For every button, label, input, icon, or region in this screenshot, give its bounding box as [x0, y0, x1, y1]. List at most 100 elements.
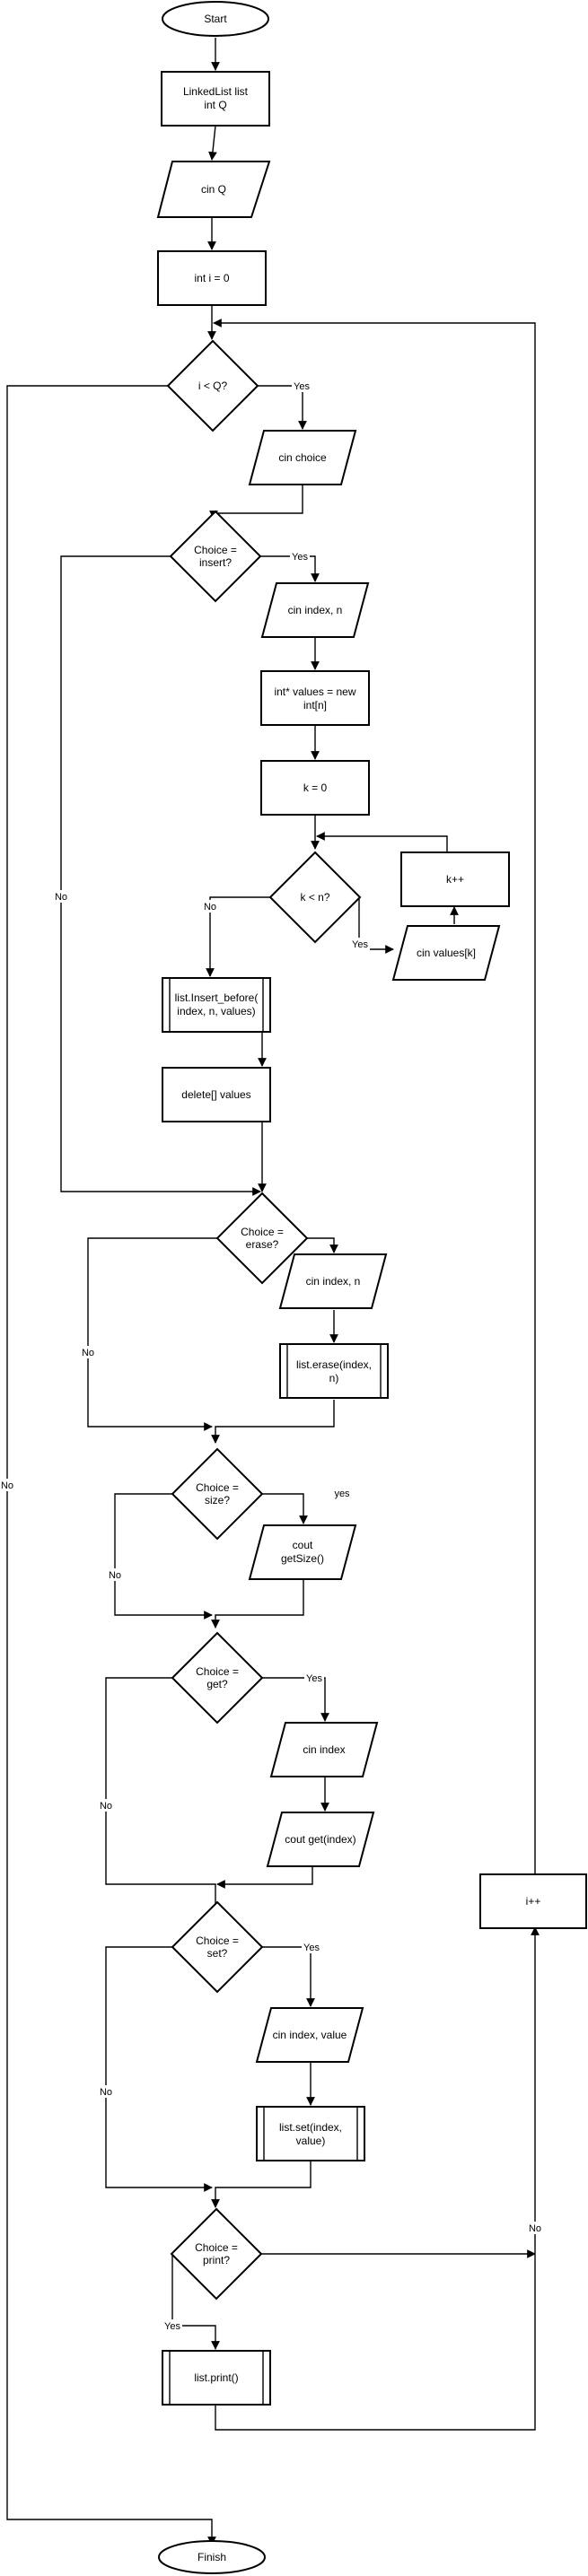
- edge-i-no: [6, 385, 216, 2545]
- cout-size-io: cout getSize(): [248, 1524, 357, 1580]
- cin-index-io: cin index: [269, 1722, 379, 1777]
- print-decision-line-1: Choice =: [195, 2241, 238, 2254]
- cin-values-io: cin values[k]: [391, 925, 501, 981]
- edge-i-yes: [258, 385, 307, 430]
- cout-get-text: cout get(index): [285, 1833, 355, 1846]
- label-set-yes: Yes: [303, 1943, 320, 1953]
- set-decision-line-2: set?: [207, 1947, 228, 1960]
- edge-iinc-back: [213, 319, 536, 1873]
- edge-printcall-iinc: [215, 1926, 540, 2431]
- new-values-process: int* values = new int[n]: [260, 670, 370, 726]
- cin-values-text: cin values[k]: [417, 947, 476, 959]
- label-size-no: No: [109, 1570, 121, 1581]
- label-print-no: No: [529, 2223, 541, 2234]
- cin-index-value-io: cin index, value: [255, 2007, 364, 2063]
- erase-decision-line-1: Choice =: [241, 1226, 284, 1238]
- label-k-yes: Yes: [352, 939, 368, 950]
- cin-q-text: cin Q: [201, 183, 226, 196]
- cin-choice-text: cin choice: [278, 451, 327, 464]
- edge-choice-insert: [209, 485, 303, 520]
- init-i-process: int i = 0: [157, 250, 267, 306]
- k-increment-text: k++: [446, 873, 464, 886]
- edge-get-no: [105, 1677, 220, 1937]
- label-insert-yes: Yes: [292, 552, 308, 563]
- set-decision-line-1: Choice =: [196, 1934, 239, 1947]
- start-text: Start: [204, 13, 227, 25]
- edge-size-no: [114, 1493, 213, 1620]
- get-decision: Choice = get?: [171, 1631, 264, 1725]
- edge-kinc-back: [316, 832, 448, 852]
- label-get-no: No: [100, 1801, 112, 1812]
- label-i-no: No: [1, 1480, 13, 1491]
- i-increment-process: i++: [479, 1873, 587, 1929]
- delete-values-text: delete[] values: [181, 1088, 250, 1101]
- cin-choice-io: cin choice: [248, 430, 357, 485]
- cin-index-n-erase-text: cin index, n: [306, 1275, 361, 1288]
- cin-q-io: cin Q: [156, 161, 271, 218]
- get-decision-line-2: get?: [206, 1678, 228, 1690]
- cin-index-n-erase-io: cin index, n: [278, 1253, 388, 1309]
- edge-decl-cinq: [208, 125, 217, 161]
- cin-index-text: cin index: [303, 1743, 345, 1756]
- label-set-no: No: [100, 2087, 112, 2098]
- label-i-yes: Yes: [294, 381, 310, 392]
- insert-decision: Choice = insert?: [169, 510, 262, 603]
- edge-erase-no: [87, 1237, 218, 1431]
- erase-decision-line-2: erase?: [246, 1238, 279, 1251]
- size-decision-line-1: Choice =: [196, 1481, 239, 1494]
- i-increment-text: i++: [526, 1895, 541, 1908]
- insert-before-line-1: list.Insert_before(: [175, 991, 259, 1004]
- edge-insert-no: [60, 555, 261, 1196]
- cin-index-n-io: cin index, n: [260, 582, 370, 638]
- loop-condition-decision: i < Q?: [166, 339, 259, 432]
- init-k-process: k = 0: [260, 760, 370, 816]
- erase-call-line-2: n): [329, 1372, 339, 1384]
- cin-index-n-text: cin index, n: [288, 604, 343, 616]
- declaration-process: LinkedList list int Q: [161, 71, 270, 127]
- label-erase-no: No: [82, 1348, 94, 1358]
- insert-decision-line-2: insert?: [199, 556, 232, 569]
- declaration-line-1: LinkedList list: [183, 85, 249, 98]
- finish-terminator: Finish: [158, 2540, 266, 2574]
- edge-set-yes: [262, 1946, 315, 2007]
- size-decision: Choice = size?: [171, 1447, 264, 1541]
- cout-get-io: cout get(index): [266, 1812, 375, 1867]
- print-decision-line-2: print?: [203, 2254, 230, 2266]
- edge-print-yes: [171, 2254, 220, 2350]
- edge-erasecall-size: [211, 1400, 335, 1444]
- loop-condition-text: i < Q?: [198, 380, 228, 392]
- edge-get-yes: [262, 1677, 329, 1722]
- set-call-line-2: value): [296, 2135, 326, 2147]
- erase-decision: Choice = erase?: [215, 1192, 309, 1285]
- edge-coutget-merge: [216, 1866, 313, 1889]
- edge-k-no: [206, 896, 271, 977]
- get-decision-line-1: Choice =: [196, 1665, 239, 1678]
- k-condition-text: k < n?: [300, 891, 329, 904]
- cin-index-value-text: cin index, value: [273, 2029, 347, 2041]
- erase-call-line-1: list.erase(index,: [296, 1358, 372, 1371]
- finish-text: Finish: [197, 2551, 226, 2563]
- insert-before-line-2: index, n, values): [177, 1005, 255, 1017]
- set-subprocess: list.set(index, value): [256, 2106, 365, 2161]
- start-terminator: Start: [162, 1, 269, 37]
- edge-size-yes: [262, 1493, 308, 1524]
- cout-size-line-2: getSize(): [281, 1552, 324, 1565]
- set-decision: Choice = set?: [171, 1900, 264, 1994]
- edge-set-no: [105, 1946, 213, 2192]
- insert-before-subprocess: list.Insert_before( index, n, values): [162, 977, 271, 1033]
- new-values-line-1: int* values = new: [274, 685, 355, 698]
- edge-coutsize-get: [211, 1579, 304, 1629]
- init-i-text: int i = 0: [194, 272, 229, 284]
- label-get-yes: Yes: [306, 1673, 322, 1684]
- print-call-text: list.print(): [194, 2371, 238, 2384]
- edges: [6, 38, 540, 2545]
- size-decision-line-2: size?: [205, 1494, 230, 1506]
- label-size-yes: yes: [334, 1489, 350, 1499]
- set-call-line-1: list.set(index,: [279, 2121, 342, 2134]
- edge-labels: Yes No Yes No Yes No No yes No Yes No Ye…: [0, 380, 544, 2332]
- cout-size-line-1: cout: [293, 1539, 313, 1551]
- declaration-line-2: int Q: [204, 99, 226, 111]
- edge-setcall-print: [211, 2161, 312, 2208]
